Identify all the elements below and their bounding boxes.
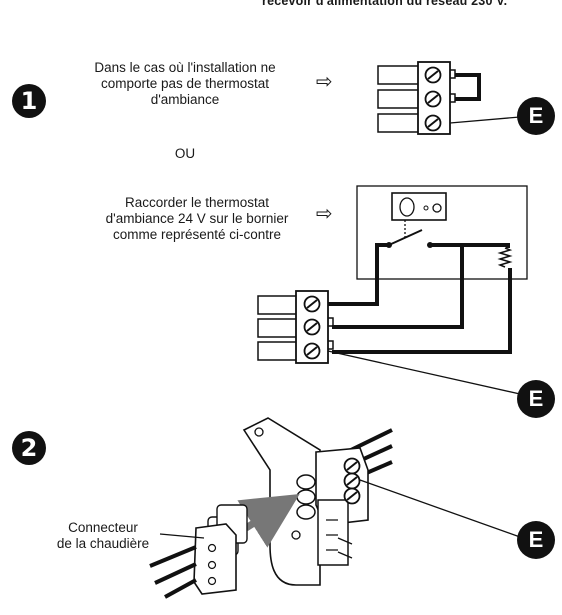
case-no-thermostat-text: Dans le cas où l'installation ne comport… (60, 60, 310, 108)
thermostat-housing (356, 185, 528, 280)
case-thermostat-text: Raccorder le thermostat d'ambiance 24 V … (72, 195, 322, 243)
earth-badge: E (517, 97, 555, 135)
arrow-icon: ⇨ (316, 71, 333, 93)
resistor-icon (497, 247, 513, 268)
text-line: d'ambiance (150, 92, 220, 107)
header-note: recevoir d'alimentation du réseau 230 V. (262, 0, 508, 8)
text-line: d'ambiance 24 V sur le bornier (105, 211, 289, 226)
step-2-badge: 2 (12, 431, 46, 465)
connector-label: Connecteur de la chaudière (40, 520, 166, 552)
terminal-block-no-thermostat (377, 61, 456, 135)
text-line: comporte pas de thermostat (100, 76, 270, 91)
boiler-terminal-block (315, 447, 369, 566)
earth-wire (359, 479, 521, 538)
cable-wires-left (149, 545, 197, 599)
earth-wire (327, 350, 521, 395)
text-line: de la chaudière (56, 536, 150, 551)
connector-leader-line (159, 533, 205, 539)
earth-badge: E (517, 521, 555, 559)
boiler-connector-plug (193, 504, 248, 595)
or-separator: OU (174, 146, 196, 161)
thermostat-wires (328, 243, 512, 354)
earth-badge: E (517, 380, 555, 418)
arrow-icon: ⇨ (316, 203, 333, 225)
terminal-block-thermostat (257, 290, 334, 364)
text-line: Connecteur (68, 520, 138, 535)
text-line: Raccorder le thermostat (124, 195, 270, 210)
terminal-sockets (296, 474, 316, 520)
insert-arrow-icon (237, 494, 300, 548)
step-1-badge: 1 (12, 84, 46, 118)
text-line: Dans le cas où l'installation ne (94, 60, 276, 75)
earth-wire (449, 116, 521, 124)
bridge-wire (455, 73, 481, 101)
text-line: comme représenté ci-contre (112, 227, 282, 242)
